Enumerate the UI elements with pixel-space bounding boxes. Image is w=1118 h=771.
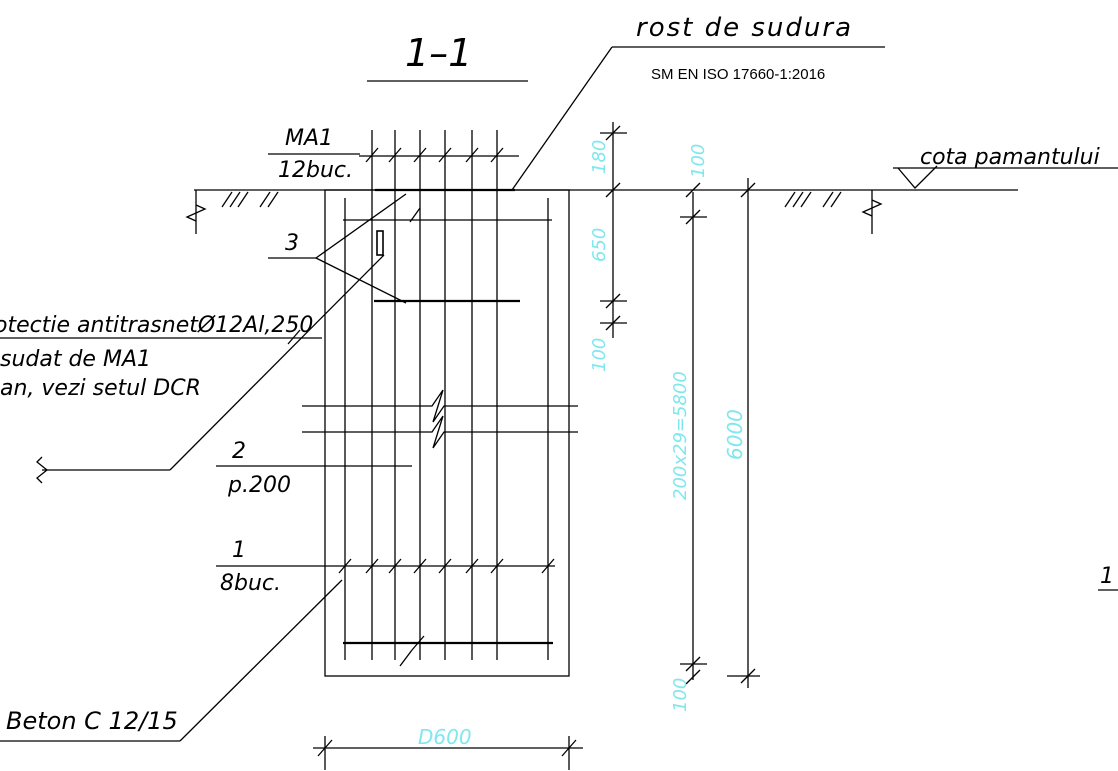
protection-leader-diagonal [169,254,385,471]
mark-2-bottom: p.200 [227,473,291,498]
longitudinal-bars [344,130,549,660]
mark-ma1-bottom: 12buc. [278,158,353,183]
span-dimension [680,192,707,685]
mark-3-leader-b [315,257,407,304]
protection-note-line1: otectie antitrasnetØ12Al,250 [0,313,313,338]
mark-1-top: 1 [232,538,246,563]
top-dimension-chain [600,122,627,338]
section-title: 1–1 [405,31,472,75]
protection-note-line3: an, vezi setul DCR [0,376,201,401]
protection-note-tick [287,329,301,345]
ma1-ticks [359,147,519,223]
protection-note-line2: sudat de MA1 [0,347,151,372]
mark-1-bottom: 8buc. [220,571,281,596]
dim-100-b-text: 100 [688,144,709,178]
mark-2-top: 2 [232,439,246,464]
dim-span-text: 200x29=5800 [670,371,691,500]
width-dimension [313,736,583,770]
dim-width-text: D600 [418,725,472,749]
standard-label: SM EN ISO 17660-1:2016 [651,66,825,83]
dim-100-c-text: 100 [670,678,691,712]
ground-label: cota pamantului [920,145,1100,170]
bar1-ticks [338,558,555,667]
concrete-label: Beton C 12/15 [6,707,178,735]
mark-3: 3 [285,231,299,256]
ground-line [185,189,1018,234]
mark-ma1-top: MA1 [285,126,333,151]
weld-leader [511,46,613,191]
lightning-connector [376,230,384,256]
span-top-tick [685,182,701,198]
concrete-leader [179,579,343,742]
dim-total-text: 6000 [723,409,747,460]
dim-650-text: 650 [589,228,610,262]
weld-label: rost de sudura [636,13,853,43]
break-lines [302,389,578,449]
mark-3-leader-a [315,193,407,259]
ground-hatch [221,191,842,208]
dim-180-text: 180 [589,140,610,174]
horizontal-bars [340,188,555,645]
pile-outline [324,189,570,677]
dim-100-a-text: 100 [589,338,610,372]
total-dimension [727,178,760,688]
edge-mark: 1 [1100,564,1114,589]
ground-level-marker [897,165,938,189]
